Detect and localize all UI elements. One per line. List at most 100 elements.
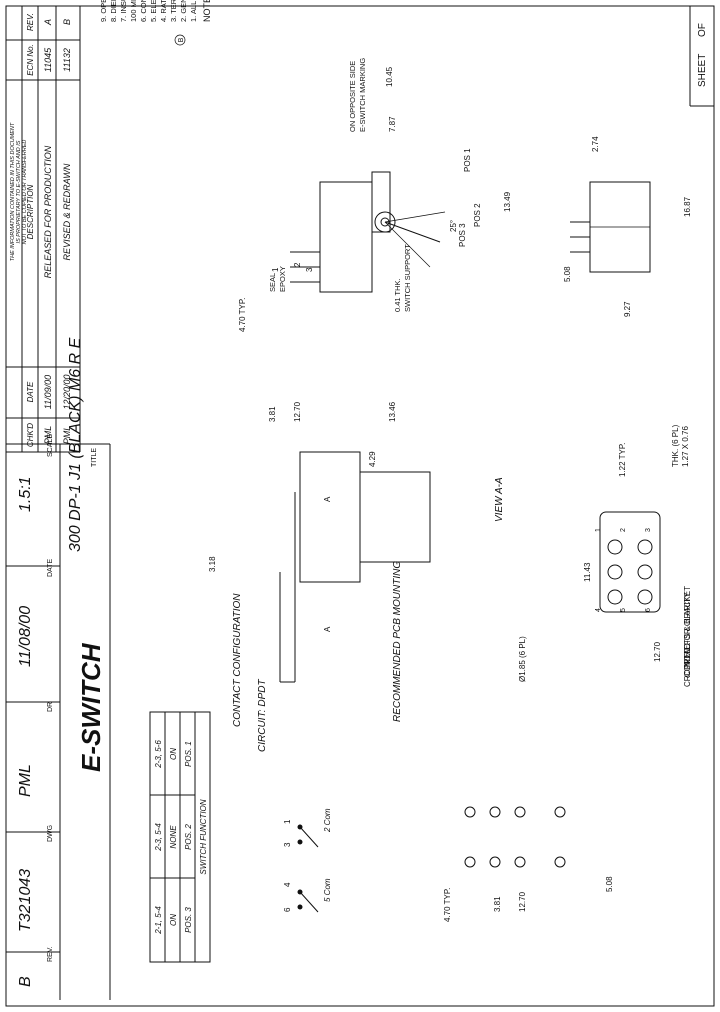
pcb-mounting: RECOMMENDED PCB MOUNTING Ø1.85 (6 PL) 5.… (392, 561, 614, 922)
section-a-2: A (323, 626, 332, 632)
view-aa-dim-3: 1.22 TYP. (618, 443, 627, 477)
contact-config-title: CONTACT CONFIGURATION (232, 593, 243, 727)
sf-r1c3: ON (169, 914, 178, 926)
switch-body (319, 181, 373, 293)
circuit-5com: 5 Com (323, 878, 332, 902)
note-3: 3. TERM. NOT FOR REF. ONLY (169, 0, 178, 22)
note-4: 4. RATING: 0.4VA MAX @20VAC OR @20VDC MA… (159, 0, 168, 22)
circuit-pin-6: 6 (283, 907, 292, 912)
dim-3-18: 3.18 (208, 556, 217, 572)
title-value: 300 DP-1 J1 (BLACK) M6 R E (67, 337, 84, 552)
note-8: 8. DIELECTRIC STRENGTH: 1,000V RMS @SEAL… (109, 0, 118, 22)
epoxy-line-1: EPOXY (278, 266, 287, 292)
rev-row-b-chk: PML (62, 426, 72, 445)
angle-label: 25° (449, 220, 458, 232)
aa-note-1: NOTE: (683, 643, 692, 667)
circuit-pin-1: 1 (283, 819, 292, 824)
view-aa-dim-2: THK. (6 PL) (671, 424, 680, 467)
circuit-block: CIRCUIT: DPDT CONTACT CONFIGURATION 2 Co… (232, 593, 332, 913)
marking-line-1: E-SWITCH MARKING (358, 58, 367, 132)
side-pin-1: 1 (271, 267, 280, 272)
view-aa-title: VIEW A-A (494, 477, 505, 522)
dim-13-46: 13.46 (388, 401, 397, 422)
switch-function-table: SWITCH FUNCTION POS. 1 POS. 2 POS. 3 ON … (149, 711, 211, 963)
dr-value: PML (17, 764, 34, 797)
circuit-pin-4: 4 (283, 882, 292, 887)
rev-b-marker: B (178, 37, 185, 42)
end-view-body (299, 451, 361, 583)
circuit-2com: 2 Com (323, 808, 332, 833)
note-6: 6. CONTACT RESISTANCE: 10 MILLI-OHMS MAX… (139, 0, 148, 22)
view-aa-body (599, 511, 661, 613)
date-label: DATE (47, 559, 54, 577)
sf-r1c1: ON (169, 748, 178, 760)
top-view: 2.74 16.87 5.08 9.27 (563, 136, 692, 317)
rev-row-a-chk: PML (43, 426, 53, 445)
note-1: 1. ALL DIMENSIONS IN MM (189, 0, 198, 22)
rev-row-a-desc: RELEASED FOR PRODUCTION (43, 145, 53, 278)
eswitch-logo: E-SWITCH (76, 642, 106, 772)
sf-r2c2: 2-3, 5-4 (154, 823, 163, 852)
rev-row-a-date: 11/09/00 (43, 375, 53, 409)
sf-title: SWITCH FUNCTION (199, 799, 208, 874)
marking-line-2: ON OPPOSITE SIDE (348, 61, 357, 132)
rev-header-ecn: ECN No. (26, 44, 35, 76)
sheet-border (5, 5, 715, 1007)
date-value: 11/08/00 (17, 606, 34, 667)
note-7: 7. INSUL RESISTANCE: 1,000 MEGA-OHMS MIN (119, 0, 128, 22)
view-aa-pin-6: 6 (645, 608, 652, 612)
notice-line-3: NOT TO BE COPIED OR TRANSFERRED (22, 140, 28, 245)
end-view: 12.70 3.81 13.46 4.29 3.18 A A (208, 401, 431, 683)
side-pin-2: 2 (293, 262, 302, 267)
section-a-1: A (323, 496, 332, 502)
note-6b: 100 MILLI-AMPS GOLD (129, 0, 138, 22)
pcb-dim-4-70: 4.70 TYP. (443, 888, 452, 922)
dim-16-87: 16.87 (683, 196, 692, 217)
side-pin-3: 3 (305, 267, 314, 272)
view-aa-pin-3: 3 (645, 528, 652, 532)
aa-note-3: CROPPED FOR CLARITY (683, 592, 692, 687)
rev-header-date: DATE (26, 381, 35, 402)
rev-row-a-rev: A (43, 19, 53, 26)
view-aa-dim-4: 11.43 (583, 562, 592, 582)
notice-line-2: IS PROPRIETARY TO E-SWITCH AND IS (16, 140, 22, 243)
rev-value: B (17, 976, 34, 987)
dim-3-81-end: 3.81 (268, 406, 277, 422)
pos-1: POS 1 (463, 148, 472, 172)
sf-h2: POS. 2 (184, 824, 193, 850)
rev-row-b-rev: B (62, 19, 72, 25)
dr-label: DR (47, 702, 54, 712)
support-line-1: SWITCH SUPPORT (403, 244, 412, 312)
rev-row-b-desc: REVISED & REDRAWN (62, 163, 72, 260)
view-aa-pin-4: 4 (595, 608, 602, 612)
pos-3: POS 3 (458, 223, 467, 247)
sf-r2c1: 2-3, 5-6 (154, 740, 163, 769)
rev-b-marker-circle (174, 34, 186, 46)
toggle-lever (384, 221, 441, 243)
dim-9-27: 9.27 (623, 301, 632, 317)
epoxy-line-2: SEAL (268, 273, 277, 292)
rev-row-b-date: 12/20/00 (62, 374, 72, 409)
dim-5-08-top: 5.08 (563, 266, 572, 282)
pcb-dim-5-08: 5.08 (605, 876, 614, 892)
view-aa-dim-5: 12.70 (653, 641, 662, 662)
title-label: TITLE (91, 448, 98, 467)
rev-header-rev: REV. (26, 13, 35, 31)
dim-10-45: 10.45 (385, 66, 394, 87)
pcb-dim-3-81: 3.81 (493, 896, 502, 912)
sf-h1: POS. 1 (184, 741, 193, 767)
view-aa: VIEW A-A 1.27 X 0.76 THK. (6 PL) 1.22 TY… (494, 424, 692, 687)
pcb-hole: Ø1.85 (6 PL) (518, 636, 527, 682)
note-5: 5. ELECTRIC LIFE: 50,000 MAKE AND BREAK … (149, 0, 158, 22)
revision-block: B 11132 REVISED & REDRAWN 12/20/00 PML A… (6, 6, 81, 453)
sheet-box: SHEET OF (689, 6, 714, 107)
switch-bushing (371, 171, 391, 233)
dwg-label: DWG (47, 825, 54, 842)
sf-r2c3: 2-1, 5-4 (154, 906, 163, 935)
pcb-title: RECOMMENDED PCB MOUNTING (392, 561, 403, 722)
dim-4-70-side: 4.70 TYP. (238, 298, 247, 332)
note-2: 2. GENERAL TOLERANCE: X.X±0.4, X.XX±0.25 (179, 0, 188, 22)
view-aa-dim-1: 1.27 X 0.76 (681, 426, 690, 467)
